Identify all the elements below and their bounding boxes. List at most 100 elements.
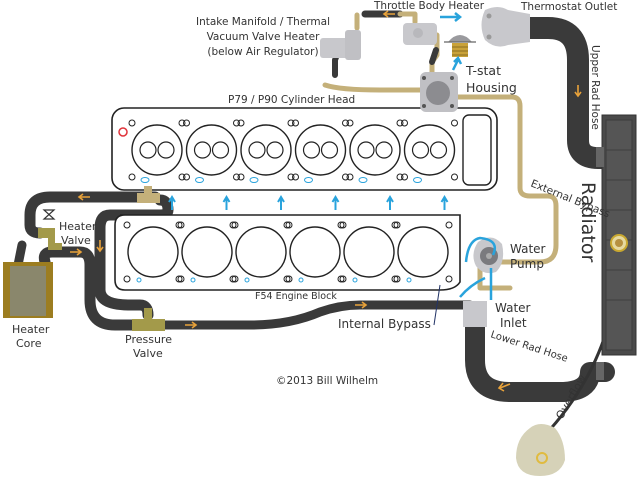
block-to-pressure-hose [94,194,174,321]
labels: Intake Manifold / Thermal Vacuum Valve H… [12,0,617,422]
thermostat-outlet [481,7,530,47]
block-cylinder-bore [181,226,233,278]
head-water-port [249,177,259,183]
head-bolt-hole [342,173,349,181]
upper-rad-hose [514,17,619,169]
heater-outlet-hose [38,246,146,331]
head-bolt-hole [128,173,136,181]
tstat-housing-label-2: Housing [466,80,517,95]
intake-heater-block [320,30,361,60]
head-combustion-chamber [131,124,183,176]
head-bolt-hole [292,173,299,181]
block-cylinder-bore [127,226,179,278]
head-bolt-hole [451,173,458,181]
head-water-port [140,177,150,183]
cylinder-head [111,107,498,191]
radiator [596,114,637,380]
water-inlet-fitting [463,301,487,327]
head-combustion-chamber [349,124,401,176]
water-pump-label-2: Pump [510,257,544,271]
block-bolt-hole [177,275,185,283]
head-bolt-hole [178,119,186,127]
head-bolt-hole [237,173,245,181]
water-pump-label: Water [510,242,546,256]
block-cylinder-bore [289,226,341,278]
block-bolt-hole [391,221,399,229]
valve-seat [193,141,212,159]
block-bolt-hole [177,221,185,229]
overflow-tank [516,424,565,476]
head-bolt-hole [401,119,408,127]
head-combustion-chamber [240,124,292,176]
tb-heater-pipe-b [397,11,418,25]
engine-block-label: F54 Engine Block [255,291,337,302]
pressure-valve-fitting [132,308,165,331]
block-bolt-hole [231,275,239,283]
internal-bypass-leader [433,284,441,326]
block-bolt-hole [229,275,237,283]
throttle-body-heater [403,23,437,45]
valve-seat [411,141,430,159]
head-bolt-hole [346,173,354,181]
block-bolt-hole [393,221,401,229]
block-cylinder-bore [235,226,287,278]
head-bolt-hole [287,173,295,181]
up-flow-arrow [168,195,176,210]
lower-rad-hose [465,315,615,402]
block-bolt-hole [391,275,399,283]
valve-seat [139,141,157,159]
block-bolt-hole [445,275,453,283]
tstat-housing-label: T-stat [465,63,501,78]
block-water-port [352,277,358,283]
pressure-to-inlet-hose [150,300,475,330]
pump-brass-feed [477,259,513,291]
up-flow-arrow [277,195,285,210]
head-bolt-hole [183,173,190,181]
thermostat [444,35,476,57]
block-bolt-hole [283,275,291,283]
head-tee-fitting [137,186,160,203]
block-bolt-hole [337,221,345,229]
heater-core-label: Heater [12,323,50,336]
up-flow-arrow [331,195,340,210]
heater-core [3,262,53,318]
heater-core-label-2: Core [16,337,42,350]
head-bolt-hole [237,119,245,127]
thermostat-outlet-label: Thermostat Outlet [520,1,617,13]
block-water-port [406,277,412,283]
block-water-port [136,277,142,283]
head-bolt-hole [233,119,240,127]
intake-heater-label-3: (below Air Regulator) [207,46,318,58]
block-bolt-hole [175,221,183,229]
head-combustion-chamber [294,124,347,176]
head-combustion-chamber [185,124,238,176]
block-bolt-hole [285,275,293,283]
block-bolt-hole [283,221,291,229]
block-bolt-hole [229,221,237,229]
upper-rad-hose-label: Upper Rad Hose [589,45,601,130]
block-cylinder-bore [397,226,449,278]
valve-seat [211,141,230,159]
head-flow-arrows [168,195,449,210]
throttle-body-heater-label: Throttle Body Heater [373,0,485,12]
pressure-valve-label-2: Valve [133,347,163,360]
head-water-port [304,177,313,183]
heater-valve-label-2: Valve [61,234,91,247]
valve-seat [302,141,321,159]
tb-to-housing-hose [429,47,439,65]
block-water-port [244,277,250,283]
head-bolt-hole [396,173,404,181]
intake-heater-label: Intake Manifold / Thermal [196,16,330,28]
head-water-port [413,177,422,183]
lower-rad-hose-label: Lower Rad Hose [489,329,569,364]
block-bolt-hole [339,221,347,229]
external-bypass-pipe [445,94,559,265]
head-bolt-hole [451,119,458,127]
pressure-valve-label: Pressure [125,333,172,346]
head-combustion-chamber [403,124,456,176]
up-flow-arrow [386,195,394,210]
head-water-port [358,177,368,183]
heater-valve-label: Heater [59,220,97,233]
up-flow-arrow [222,195,231,210]
cylinder-head-label: P79 / P90 Cylinder Head [228,94,355,106]
